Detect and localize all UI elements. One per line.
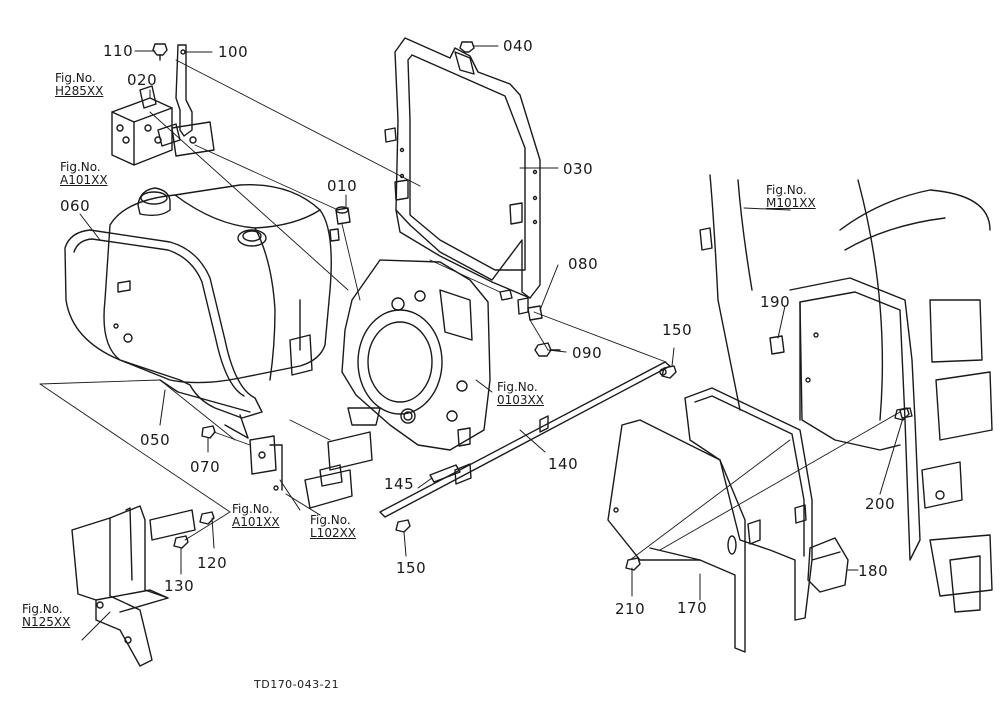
part-label-050: 050 [140,431,171,449]
drawing-code: TD170-043-21 [254,678,340,691]
spacer-010-drawing [329,206,351,242]
part-label-070: 070 [190,458,221,476]
part-label-150-top: 150 [662,321,693,339]
fig-ref-h285xx[interactable]: Fig.No. H285XX [55,72,103,98]
part-label-140: 140 [548,455,579,473]
tractor-body-drawing [699,174,993,613]
fig-ref-label: Fig.No. [60,160,101,174]
part-label-110: 110 [103,42,134,60]
step-bracket-drawing [71,505,196,667]
leader-lines [79,45,904,641]
part-label-200: 200 [865,495,896,513]
part-label-210: 210 [615,600,646,618]
part-label-090: 090 [572,344,603,362]
fig-ref-code: N125XX [22,615,71,629]
radiator-frame-drawing [384,37,541,315]
part-label-020: 020 [127,71,158,89]
fig-ref-label: Fig.No. [310,513,351,527]
lever-bracket-drawing [249,431,373,509]
part-label-120: 120 [197,554,228,572]
fig-ref-a101xx-top[interactable]: Fig.No. A101XX [60,161,108,187]
tank-guard-drawing [64,229,263,439]
fig-ref-m101xx[interactable]: Fig.No. M101XX [766,184,816,210]
fig-ref-code: H285XX [55,84,104,98]
part-label-100: 100 [218,43,249,61]
part-label-130: 130 [164,577,195,595]
part-label-190: 190 [760,293,791,311]
part-label-040: 040 [503,37,534,55]
rod-140-drawing [379,361,671,518]
fig-ref-code: L102XX [310,526,357,540]
fig-ref-code: M101XX [766,196,816,210]
side-cover-170-drawing [607,419,746,653]
part-label-060: 060 [60,197,91,215]
part-label-145: 145 [384,475,415,493]
fig-ref-label: Fig.No. [55,71,96,85]
fig-ref-n125xx[interactable]: Fig.No. N125XX [22,603,70,629]
step-180-drawing [807,537,849,593]
bolt-120-130-drawing [173,511,215,549]
side-cover-panel-drawing [684,387,813,621]
fig-ref-a101xx-bottom[interactable]: Fig.No. A101XX [232,503,280,529]
fig-ref-label: Fig.No. [232,502,273,516]
bolt-200-drawing [894,407,910,421]
bolt-210-drawing [625,557,641,571]
part-label-080: 080 [568,255,599,273]
fig-ref-label: Fig.No. [22,602,63,616]
cap-190-drawing [769,335,785,355]
fuel-tank-drawing [103,184,332,384]
part-label-180: 180 [858,562,889,580]
clip-080-drawing [499,289,543,321]
valve-block-drawing [111,85,181,166]
part-label-010: 010 [327,177,358,195]
part-label-170: 170 [677,599,708,617]
part-label-030: 030 [563,160,594,178]
bracket-100-drawing [171,44,215,157]
bolt-040-drawing [459,41,475,53]
bolt-070-drawing [201,425,216,439]
fig-ref-code: 0103XX [497,393,544,407]
assembly-lines [39,59,901,561]
fig-ref-label: Fig.No. [497,380,538,394]
fig-ref-l102xx[interactable]: Fig.No. L102XX [310,514,356,540]
flywheel-housing-drawing [341,259,491,451]
fig-ref-label: Fig.No. [766,183,807,197]
part-label-150-bottom: 150 [396,559,427,577]
fig-ref-code: A101XX [60,173,108,187]
fig-ref-code: A101XX [232,515,280,529]
bolt-110-drawing [152,43,168,61]
fig-ref-0103xx[interactable]: Fig.No. 0103XX [497,381,544,407]
